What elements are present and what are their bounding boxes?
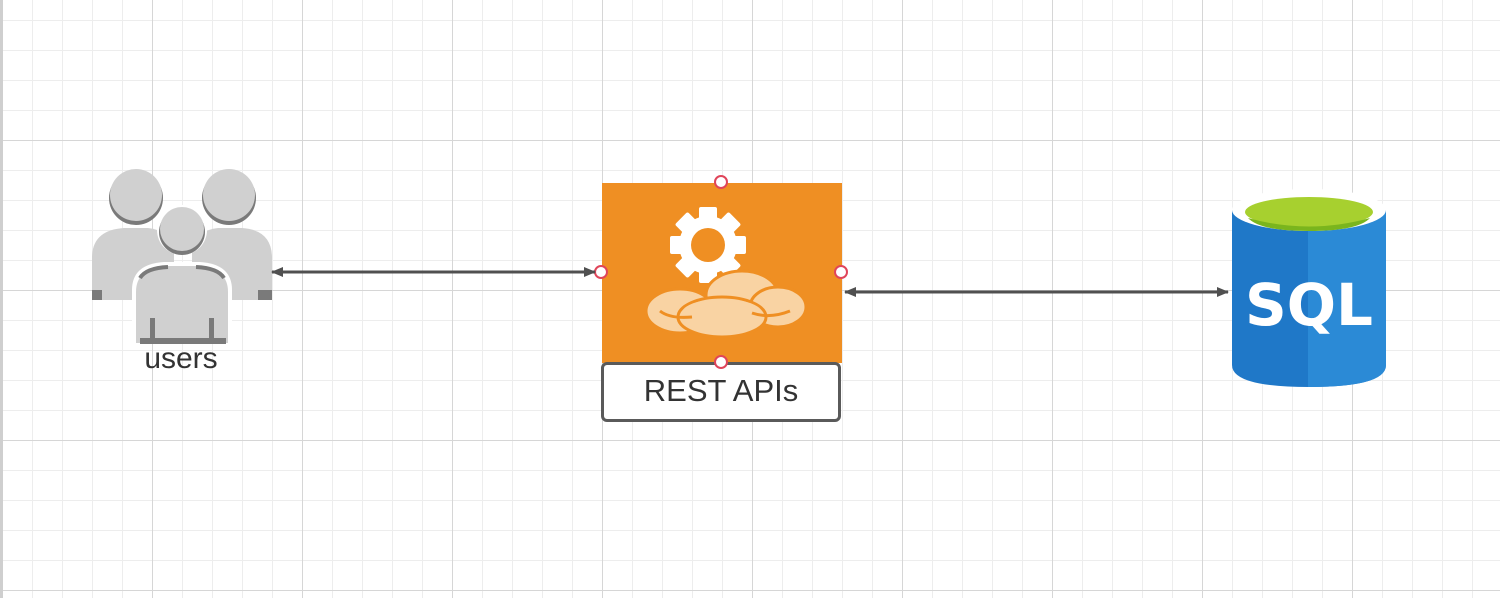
- handle-bottom[interactable]: [714, 355, 728, 369]
- users-node[interactable]: [88, 168, 278, 348]
- handle-right[interactable]: [834, 265, 848, 279]
- database-node[interactable]: SQL: [1228, 185, 1390, 397]
- users-group-icon: [92, 169, 272, 344]
- cloud-gear-icon: [644, 207, 808, 339]
- users-label: users: [144, 342, 218, 375]
- handle-top[interactable]: [714, 175, 728, 189]
- sql-text: SQL: [1245, 271, 1373, 339]
- rest-api-label: REST APIs: [643, 373, 799, 408]
- sql-database-icon: SQL: [1232, 189, 1386, 387]
- canvas-edge: [0, 0, 3, 598]
- rest-api-node[interactable]: [602, 183, 842, 363]
